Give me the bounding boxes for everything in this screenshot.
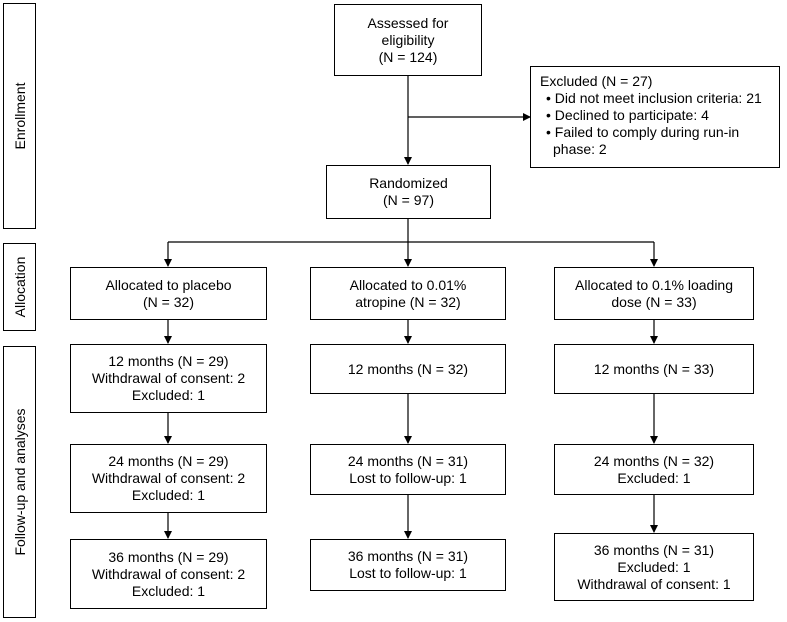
placebo-24-month-box: 24 months (N = 29) Withdrawal of consent… xyxy=(70,444,267,513)
atropine-12-line-1: 12 months (N = 32) xyxy=(347,360,469,377)
excluded-item: • Declined to participate: 4 xyxy=(546,107,709,123)
placebo-12-month-box: 12 months (N = 29) Withdrawal of consent… xyxy=(70,344,267,413)
atropine-36-month-box: 36 months (N = 31) Lost to follow-up: 1 xyxy=(310,539,506,591)
phase-enrollment: Enrollment xyxy=(3,3,36,229)
placebo-36-line-1: 36 months (N = 29) xyxy=(108,548,229,565)
loading-36-line-2: Excluded: 1 xyxy=(617,558,691,575)
placebo-36-line-3: Excluded: 1 xyxy=(131,582,206,599)
atropine-36-line-1: 36 months (N = 31) xyxy=(347,548,469,564)
assessed-line-2: eligibility xyxy=(381,31,435,48)
atropine-24-line-2: Lost to follow-up: 1 xyxy=(349,469,467,486)
placebo-24-line-2: Withdrawal of consent: 2 xyxy=(91,470,246,486)
allocation-loading-line-1: Allocated to 0.1% loading xyxy=(575,276,733,293)
placebo-36-line-2: Withdrawal of consent: 2 xyxy=(91,565,246,582)
assessed-line-1: Assessed for xyxy=(367,14,449,31)
allocation-placebo-line-1: Allocated to placebo xyxy=(105,276,232,293)
assessed-line-3: (N = 124) xyxy=(378,48,438,65)
loading-36-line-1: 36 months (N = 31) xyxy=(593,541,715,558)
excluded-item: • Did not meet inclusion criteria: 21 xyxy=(546,90,762,106)
allocation-box-loading: Allocated to 0.1% loading dose (N = 33) xyxy=(554,267,754,320)
randomized-line-1: Randomized xyxy=(369,175,448,191)
allocation-placebo-line-2: (N = 32) xyxy=(143,293,194,310)
randomized-line-2: (N = 97) xyxy=(383,192,434,208)
atropine-24-month-box: 24 months (N = 31) Lost to follow-up: 1 xyxy=(310,444,506,495)
loading-24-month-box: 24 months (N = 32) Excluded: 1 xyxy=(554,444,754,495)
assessed-box: Assessed for eligibility (N = 124) xyxy=(334,4,482,76)
atropine-12-month-box: 12 months (N = 32) xyxy=(310,344,506,394)
atropine-24-line-1: 24 months (N = 31) xyxy=(347,452,469,469)
phase-allocation: Allocation xyxy=(3,243,36,331)
atropine-36-line-2: Lost to follow-up: 1 xyxy=(349,565,467,581)
randomized-box: Randomized (N = 97) xyxy=(326,165,491,219)
placebo-12-line-1: 12 months (N = 29) xyxy=(108,353,229,369)
loading-36-line-3: Withdrawal of consent: 1 xyxy=(577,575,731,592)
allocation-loading-line-2: dose (N = 33) xyxy=(611,293,697,310)
excluded-item-continuation: phase: 2 xyxy=(553,141,607,157)
loading-36-month-box: 36 months (N = 31) Excluded: 1 Withdrawa… xyxy=(554,533,754,601)
allocation-box-placebo: Allocated to placebo (N = 32) xyxy=(70,267,267,320)
loading-24-line-1: 24 months (N = 32) xyxy=(593,452,715,469)
placebo-12-line-2: Withdrawal of consent: 2 xyxy=(91,370,246,386)
loading-12-line-1: 12 months (N = 33) xyxy=(593,360,715,377)
loading-24-line-2: Excluded: 1 xyxy=(617,469,691,486)
allocation-box-atropine: Allocated to 0.01% atropine (N = 32) xyxy=(310,267,506,320)
excluded-title: Excluded (N = 27) xyxy=(540,73,653,89)
allocation-atropine-line-1: Allocated to 0.01% xyxy=(349,276,467,293)
excluded-box: Excluded (N = 27) • Did not meet inclusi… xyxy=(530,66,780,168)
placebo-36-month-box: 36 months (N = 29) Withdrawal of consent… xyxy=(70,539,267,609)
loading-12-month-box: 12 months (N = 33) xyxy=(554,344,754,394)
phase-followup: Follow-up and analyses xyxy=(3,346,36,618)
placebo-24-line-3: Excluded: 1 xyxy=(131,487,206,503)
placebo-12-line-3: Excluded: 1 xyxy=(131,387,206,403)
allocation-atropine-line-2: atropine (N = 32) xyxy=(355,293,461,310)
excluded-item: • Failed to comply during run-in xyxy=(546,124,740,140)
placebo-24-line-1: 24 months (N = 29) xyxy=(108,453,229,469)
